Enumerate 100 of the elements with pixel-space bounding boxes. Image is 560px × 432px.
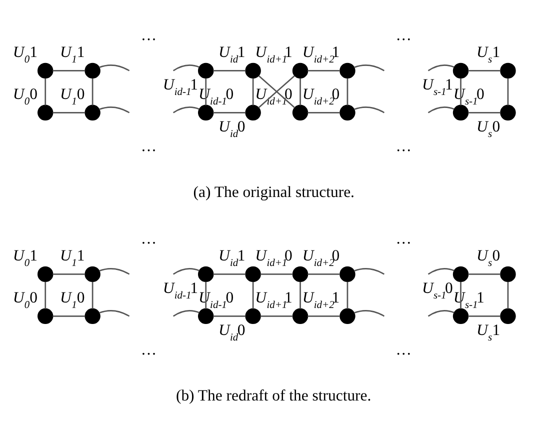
node-circle bbox=[500, 266, 516, 282]
node-label: U$_{id}$0 bbox=[218, 118, 246, 140]
node-circle bbox=[292, 62, 308, 78]
connector bbox=[172, 64, 200, 71]
connector bbox=[172, 268, 200, 274]
label: … bbox=[140, 26, 157, 44]
node-label: U$_{id}$1 bbox=[218, 44, 246, 66]
node-circle bbox=[198, 308, 214, 324]
node-label: U$_{s-1}$1 bbox=[422, 76, 453, 98]
connector bbox=[260, 273, 293, 274]
connector bbox=[308, 314, 340, 316]
connector bbox=[308, 273, 340, 274]
node-circle bbox=[452, 308, 469, 324]
node-circle bbox=[84, 266, 100, 282]
connector bbox=[507, 281, 509, 308]
node-label: U$_{s-1}$0 bbox=[422, 280, 453, 302]
connector bbox=[507, 78, 509, 105]
node-label: U$_{id+2}$1 bbox=[302, 289, 340, 311]
node-label: U$_{id+2}$0 bbox=[302, 247, 340, 269]
node-label: U$_{id+2}$0 bbox=[302, 86, 340, 108]
node-circle bbox=[452, 266, 469, 282]
connector bbox=[213, 70, 246, 71]
connector bbox=[172, 309, 200, 316]
node-circle bbox=[38, 104, 54, 120]
label: … bbox=[140, 340, 157, 358]
node-label: U$_{id+1}$1 bbox=[255, 289, 292, 311]
node-label: U$_{s}$0 bbox=[476, 118, 500, 140]
node-circle bbox=[340, 308, 356, 324]
connector bbox=[354, 309, 385, 316]
connector bbox=[428, 268, 454, 274]
connector bbox=[92, 281, 94, 308]
label: … bbox=[396, 340, 412, 358]
node-circle bbox=[500, 104, 516, 120]
node-label: U$_{id+1}$0 bbox=[255, 247, 292, 269]
connector bbox=[92, 78, 94, 105]
connector bbox=[98, 64, 130, 71]
connector bbox=[252, 78, 254, 105]
node-label: U$_{1}$0 bbox=[60, 86, 85, 108]
connector bbox=[346, 78, 348, 105]
connector bbox=[300, 78, 301, 105]
connector bbox=[98, 309, 130, 316]
node-circle bbox=[292, 308, 308, 324]
connector bbox=[354, 64, 385, 71]
node-label: U$_{s}$0 bbox=[476, 247, 500, 269]
connector bbox=[213, 111, 246, 113]
connector bbox=[52, 273, 86, 274]
connector bbox=[308, 70, 340, 71]
node-circle bbox=[245, 62, 261, 78]
node-circle bbox=[452, 104, 469, 120]
connector bbox=[468, 314, 500, 316]
connector bbox=[252, 281, 254, 308]
node-circle bbox=[38, 62, 54, 78]
label: (a) The original structure. bbox=[193, 184, 354, 201]
node-circle bbox=[500, 308, 516, 324]
node-label: U$_{1}$0 bbox=[60, 289, 85, 311]
label: … bbox=[396, 230, 412, 247]
connector bbox=[346, 281, 348, 308]
node-circle bbox=[340, 266, 356, 282]
node-label: U$_{id}$1 bbox=[218, 247, 246, 269]
connector bbox=[52, 70, 86, 71]
node-label: U$_{1}$1 bbox=[60, 247, 85, 269]
node-circle bbox=[198, 62, 214, 78]
node-label: U$_{0}$1 bbox=[12, 247, 38, 269]
node-label: U$_{0}$0 bbox=[12, 86, 38, 108]
node-circle bbox=[292, 104, 308, 120]
node-circle bbox=[245, 308, 261, 324]
label: … bbox=[396, 137, 412, 154]
node-circle bbox=[245, 104, 261, 120]
node-circle bbox=[292, 266, 308, 282]
node-circle bbox=[84, 104, 100, 120]
connector bbox=[44, 78, 46, 105]
node-label: U$_{id+2}$1 bbox=[302, 44, 340, 66]
connector bbox=[308, 111, 340, 113]
connector bbox=[213, 314, 246, 316]
node-label: U$_{s}$1 bbox=[476, 322, 500, 344]
node-circle bbox=[245, 266, 261, 282]
node-label: U$_{1}$1 bbox=[60, 44, 85, 66]
connector bbox=[468, 111, 500, 113]
label: (b) The redraft of the structure. bbox=[176, 387, 372, 404]
connector bbox=[468, 273, 500, 274]
node-circle bbox=[38, 308, 54, 324]
label: … bbox=[140, 230, 157, 247]
node-label: U$_{id-1}$1 bbox=[162, 76, 198, 98]
connector bbox=[213, 273, 246, 274]
connector bbox=[52, 314, 86, 316]
node-label: U$_{0}$1 bbox=[12, 44, 38, 66]
node-label: U$_{0}$0 bbox=[12, 289, 38, 311]
node-circle bbox=[84, 62, 100, 78]
connector bbox=[52, 111, 86, 113]
connector bbox=[468, 70, 500, 71]
node-label: U$_{s}$1 bbox=[476, 44, 500, 66]
connector bbox=[260, 314, 293, 316]
connector bbox=[428, 106, 454, 113]
label: … bbox=[140, 137, 157, 154]
node-circle bbox=[452, 62, 469, 78]
connector bbox=[98, 106, 130, 113]
node-circle bbox=[340, 62, 356, 78]
node-circle bbox=[198, 266, 214, 282]
node-label: U$_{id+1}$1 bbox=[255, 44, 292, 66]
connector bbox=[172, 106, 200, 113]
